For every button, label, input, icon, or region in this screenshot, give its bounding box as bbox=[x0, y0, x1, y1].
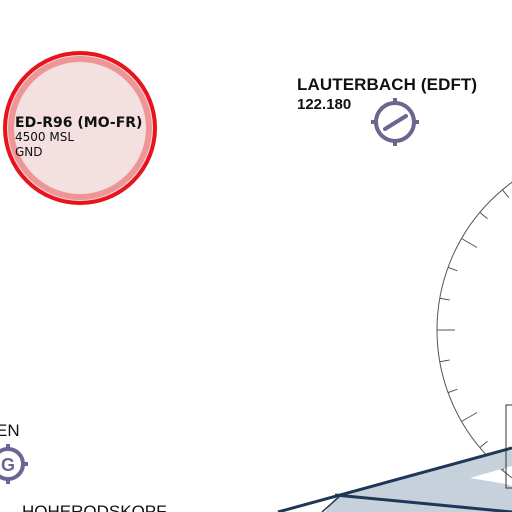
left-place-name: EN bbox=[0, 421, 20, 440]
restricted-area-border bbox=[3, 51, 157, 205]
compass-tick bbox=[479, 212, 488, 220]
compass-rose-ticks bbox=[437, 189, 510, 471]
airfield-symbol-left[interactable]: G bbox=[0, 444, 28, 484]
airspace-band-fill bbox=[325, 450, 512, 512]
airspace-band bbox=[277, 404, 512, 512]
compass-tick bbox=[502, 189, 510, 198]
compass-tick bbox=[447, 266, 458, 272]
airspace-band-border-upper bbox=[277, 446, 512, 512]
compass-tick bbox=[461, 238, 478, 248]
compass-tick bbox=[439, 297, 450, 301]
restricted-area-lower-limit: GND bbox=[15, 145, 43, 159]
airfield-symbol-lauterbach[interactable] bbox=[371, 98, 419, 146]
airfield-frequency: 122.180 bbox=[297, 96, 352, 113]
airfield-name: LAUTERBACH (EDFT) bbox=[297, 75, 478, 94]
airspace-band-border-lower bbox=[334, 493, 512, 512]
compass-tick bbox=[447, 388, 458, 394]
bottom-place-name: HOHERODSKOPF bbox=[22, 502, 167, 512]
compass-tick bbox=[479, 440, 488, 448]
restricted-area-fill bbox=[6, 54, 154, 202]
restricted-area-ed-r96[interactable] bbox=[3, 51, 157, 205]
left-airfield-glider-letter: G bbox=[1, 455, 15, 475]
restricted-area-upper-limit: 4500 MSL bbox=[15, 130, 75, 144]
restricted-area-name: ED-R96 (MO-FR) bbox=[15, 115, 143, 131]
restricted-area-inner-band bbox=[8, 56, 152, 200]
airspace-band-border-inner bbox=[321, 495, 341, 512]
airspace-box-outline bbox=[505, 404, 512, 489]
compass-tick bbox=[461, 412, 478, 422]
airfield-runway bbox=[383, 114, 408, 131]
compass-tick bbox=[439, 359, 450, 363]
